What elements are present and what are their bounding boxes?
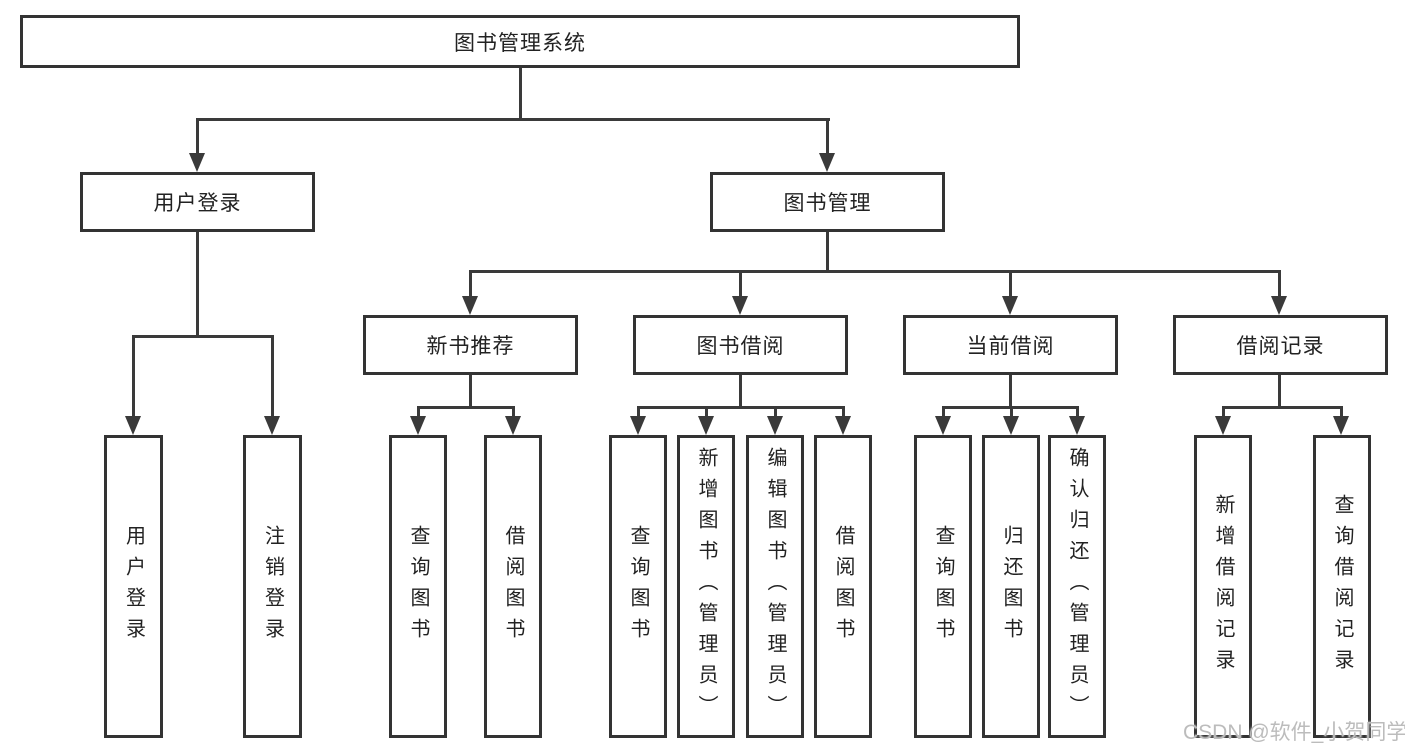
node-label: 新书推荐 — [426, 335, 515, 358]
leaf-recommend-borrow-books: 借阅图书 — [484, 435, 542, 738]
connector-line — [1076, 406, 1079, 418]
arrowhead-icon — [767, 416, 783, 435]
connector-line — [469, 270, 1281, 273]
arrowhead-icon — [1003, 416, 1019, 435]
node-book-management: 图书管理 — [710, 172, 945, 232]
leaf-user-login: 用户登录 — [104, 435, 163, 738]
connector-line — [739, 270, 742, 296]
leaf-recommend-query-books: 查询图书 — [389, 435, 447, 738]
connector-line — [196, 232, 199, 335]
connector-line — [469, 375, 472, 406]
connector-line — [1222, 406, 1225, 418]
node-user-login: 用户登录 — [80, 172, 315, 232]
leaf-label: 用户登录 — [122, 524, 145, 649]
leaf-borrow-edit-books-admin: 编辑图书（管理员） — [746, 435, 804, 738]
node-root-library-system: 图书管理系统 — [20, 15, 1020, 68]
arrowhead-icon — [125, 416, 141, 435]
arrowhead-icon — [462, 296, 478, 315]
connector-line — [826, 118, 829, 156]
leaf-label: 查询借阅记录 — [1331, 493, 1353, 680]
arrowhead-icon — [1002, 296, 1018, 315]
arrowhead-icon — [630, 416, 646, 435]
leaf-logout: 注销登录 — [243, 435, 302, 738]
node-new-book-recommend: 新书推荐 — [363, 315, 578, 375]
arrowhead-icon — [410, 416, 426, 435]
connector-line — [519, 68, 522, 118]
leaf-label: 确认归还（管理员） — [1066, 447, 1088, 726]
arrowhead-icon — [819, 153, 835, 172]
connector-line — [826, 232, 829, 270]
leaf-label: 编辑图书（管理员） — [764, 447, 786, 726]
connector-line — [1009, 375, 1012, 406]
leaf-current-confirm-return-admin: 确认归还（管理员） — [1048, 435, 1106, 738]
arrowhead-icon — [835, 416, 851, 435]
connector-line — [271, 335, 274, 416]
connector-line — [637, 406, 843, 409]
connector-line — [512, 406, 515, 418]
arrowhead-icon — [1069, 416, 1085, 435]
node-label: 图书管理系统 — [454, 31, 586, 55]
leaf-label: 新增图书（管理员） — [695, 447, 717, 726]
connector-line — [705, 406, 708, 418]
leaf-label: 查询图书 — [932, 524, 954, 649]
arrowhead-icon — [505, 416, 521, 435]
csdn-watermark: CSDN @软件_小贺同学 — [1183, 721, 1405, 744]
connector-line — [132, 335, 273, 338]
arrowhead-icon — [1215, 416, 1231, 435]
leaf-label: 查询图书 — [627, 524, 649, 649]
node-label: 用户登录 — [153, 192, 242, 215]
leaf-label: 新增借阅记录 — [1212, 493, 1234, 680]
leaf-records-query-record: 查询借阅记录 — [1313, 435, 1371, 738]
leaf-label: 查询图书 — [407, 524, 429, 649]
node-label: 借阅记录 — [1236, 335, 1325, 358]
node-label: 图书借阅 — [696, 335, 785, 358]
connector-line — [1010, 406, 1013, 418]
leaf-borrow-add-books-admin: 新增图书（管理员） — [677, 435, 735, 738]
arrowhead-icon — [1333, 416, 1349, 435]
arrowhead-icon — [189, 153, 205, 172]
leaf-records-add-record: 新增借阅记录 — [1194, 435, 1252, 738]
connector-line — [132, 335, 135, 416]
node-label: 当前借阅 — [966, 335, 1055, 358]
connector-line — [1278, 270, 1281, 296]
leaf-label: 借阅图书 — [502, 524, 524, 649]
connector-line — [774, 406, 777, 418]
connector-line — [1009, 270, 1012, 296]
node-book-borrowing: 图书借阅 — [633, 315, 848, 375]
arrowhead-icon — [1271, 296, 1287, 315]
connector-line — [469, 270, 472, 296]
leaf-label: 借阅图书 — [832, 524, 854, 649]
connector-line — [417, 406, 515, 409]
leaf-borrow-query-books: 查询图书 — [609, 435, 667, 738]
node-current-borrowing: 当前借阅 — [903, 315, 1118, 375]
leaf-current-return-books: 归还图书 — [982, 435, 1040, 738]
connector-line — [842, 406, 845, 418]
leaf-label: 注销登录 — [261, 524, 284, 649]
connector-line — [637, 406, 640, 418]
connector-line — [196, 118, 830, 121]
arrowhead-icon — [935, 416, 951, 435]
connector-line — [739, 375, 742, 406]
connector-line — [1340, 406, 1343, 418]
leaf-borrow-borrow-books: 借阅图书 — [814, 435, 872, 738]
connector-line — [1222, 406, 1342, 409]
connector-line — [942, 406, 945, 418]
connector-line — [1278, 375, 1281, 406]
node-borrow-records: 借阅记录 — [1173, 315, 1388, 375]
leaf-label: 归还图书 — [1000, 524, 1022, 649]
arrowhead-icon — [732, 296, 748, 315]
connector-line — [417, 406, 420, 418]
leaf-current-query-books: 查询图书 — [914, 435, 972, 738]
node-label: 图书管理 — [783, 192, 872, 215]
arrowhead-icon — [264, 416, 280, 435]
connector-line — [196, 118, 199, 156]
arrowhead-icon — [698, 416, 714, 435]
